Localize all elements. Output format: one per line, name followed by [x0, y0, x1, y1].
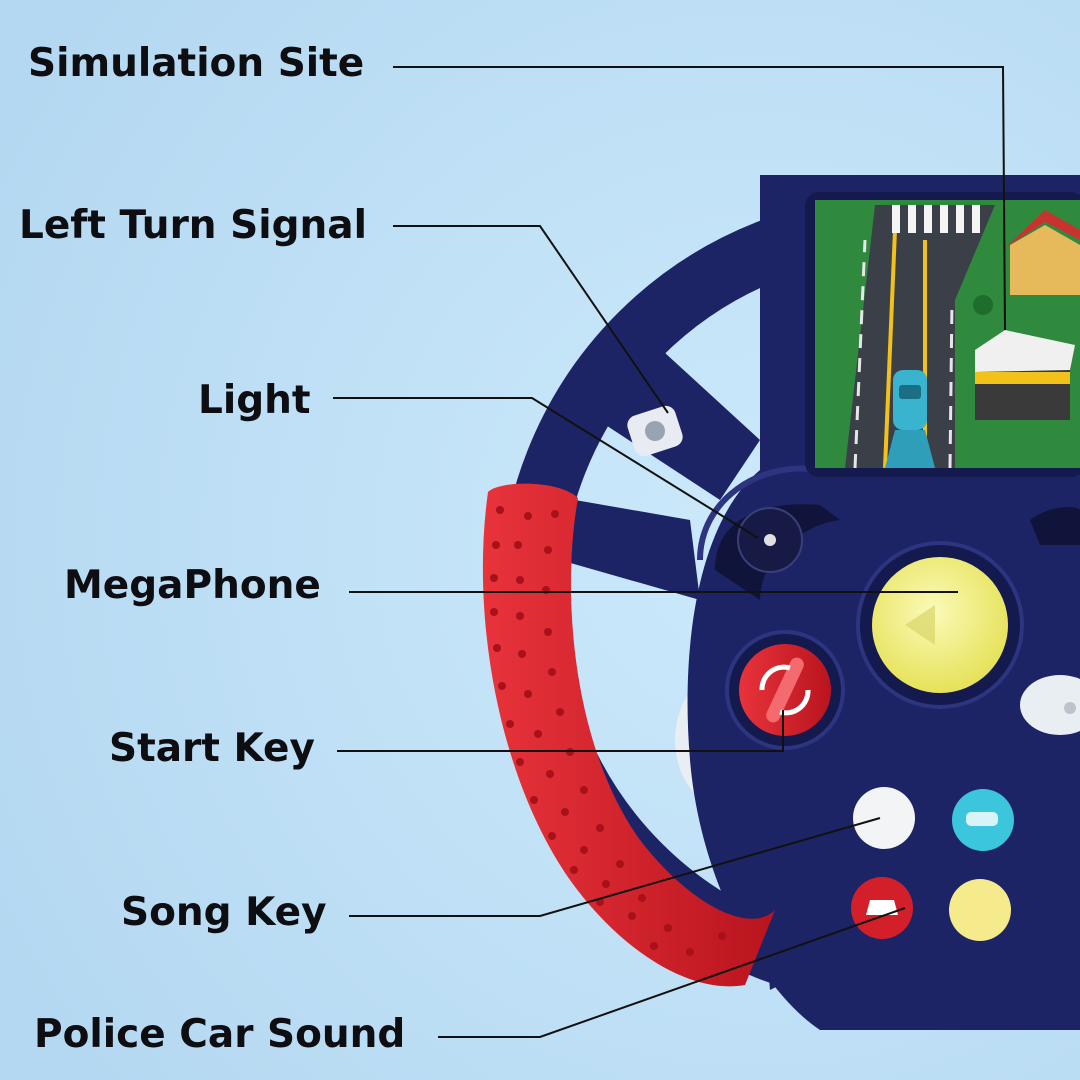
callout-simulation-site	[393, 66, 1006, 331]
right-side-knob-dot	[1064, 702, 1076, 714]
road-edge-right	[948, 299, 954, 469]
callout-song-key	[349, 817, 881, 917]
red-grip	[482, 483, 775, 987]
left-gauge	[715, 504, 840, 600]
callout-lines	[333, 66, 1006, 1038]
light-button	[627, 405, 683, 457]
right-side-knob	[1020, 675, 1080, 735]
wheel-spoke-lower	[560, 500, 700, 600]
right-gauge	[1030, 507, 1080, 545]
screen-road	[845, 205, 995, 468]
road-line-left	[883, 229, 897, 469]
callout-start-key	[337, 710, 784, 752]
police-car-icon	[866, 900, 898, 915]
start-key-arrows	[759, 664, 811, 716]
song-key-button	[853, 787, 915, 849]
screen-car	[893, 370, 927, 430]
grip-dots	[490, 506, 726, 956]
extra-yellow-button	[949, 879, 1011, 941]
label-start-key: Start Key	[109, 726, 315, 771]
screen-car-base	[885, 430, 935, 468]
screen-house-roof	[1005, 210, 1080, 248]
megaphone-icon	[905, 605, 935, 645]
callout-police-car-sound	[438, 907, 906, 1038]
label-megaphone: MegaPhone	[64, 563, 321, 608]
callout-light	[333, 397, 759, 539]
screen-shop-roof	[975, 330, 1075, 372]
label-police-car-sound: Police Car Sound	[34, 1012, 406, 1057]
crosswalk	[892, 205, 980, 233]
label-song-key: Song Key	[121, 890, 327, 935]
screen-tree	[973, 295, 993, 315]
screen-shop-awning	[975, 372, 1070, 384]
start-key-handle	[766, 657, 804, 723]
label-light: Light	[198, 378, 311, 423]
label-simulation-site: Simulation Site	[28, 41, 365, 86]
callout-left-turn-signal	[393, 225, 669, 414]
label-left-turn-signal: Left Turn Signal	[19, 203, 367, 248]
screen-house	[1010, 225, 1080, 295]
hub-inner-ring	[697, 465, 821, 561]
cyan-button-icon	[966, 812, 998, 826]
screen-car-window	[899, 385, 921, 399]
megaphone-button	[872, 557, 1008, 693]
